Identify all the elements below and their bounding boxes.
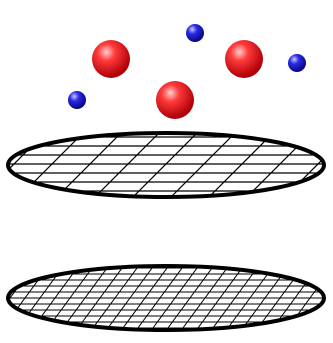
upper-membrane (0, 130, 333, 200)
small-particle (288, 54, 306, 72)
lower-membrane (0, 264, 333, 332)
small-particle (186, 24, 204, 42)
grid-line (0, 264, 5, 332)
particles (68, 24, 306, 119)
lower-membrane-grid (0, 264, 333, 332)
large-particle (92, 40, 130, 78)
large-particle (156, 81, 194, 119)
small-particle (68, 91, 86, 109)
large-particle (225, 40, 263, 78)
